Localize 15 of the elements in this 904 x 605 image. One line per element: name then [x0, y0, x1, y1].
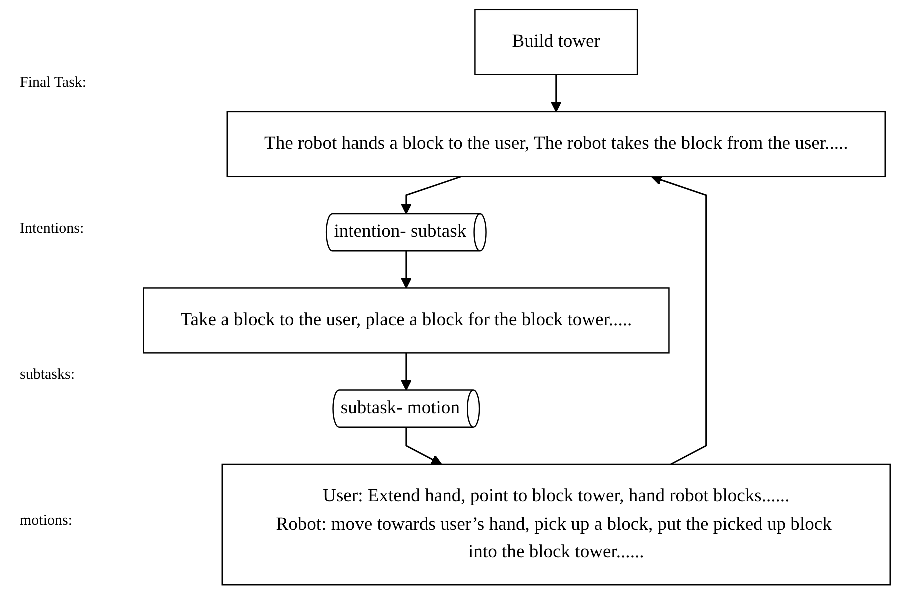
level-label: subtasks: [20, 367, 76, 384]
level-label: Intentions: [20, 220, 86, 238]
arrow [406, 427, 442, 465]
node-box: Take a block to the user, place a block for the block tower..... [143, 288, 670, 354]
arrow [550, 74, 562, 112]
arrow [400, 353, 412, 391]
arrow [400, 176, 462, 214]
level-label: Final Task: [20, 74, 88, 92]
node-box: Build tower [474, 9, 638, 76]
node-text: subtask- motion [340, 398, 460, 418]
node-text: intention- subtask [334, 222, 467, 242]
node-box: User: Extend hand, point to block tower, hand robot blocks...... Robot: move towards user’s hand, pick up a block, put the picked up block into the block tower...... [222, 464, 891, 586]
level-label: motions: [20, 513, 74, 530]
arrow [400, 251, 412, 289]
node-box: The robot hands a block to the user, The robot takes the block from the user..... [226, 111, 886, 178]
